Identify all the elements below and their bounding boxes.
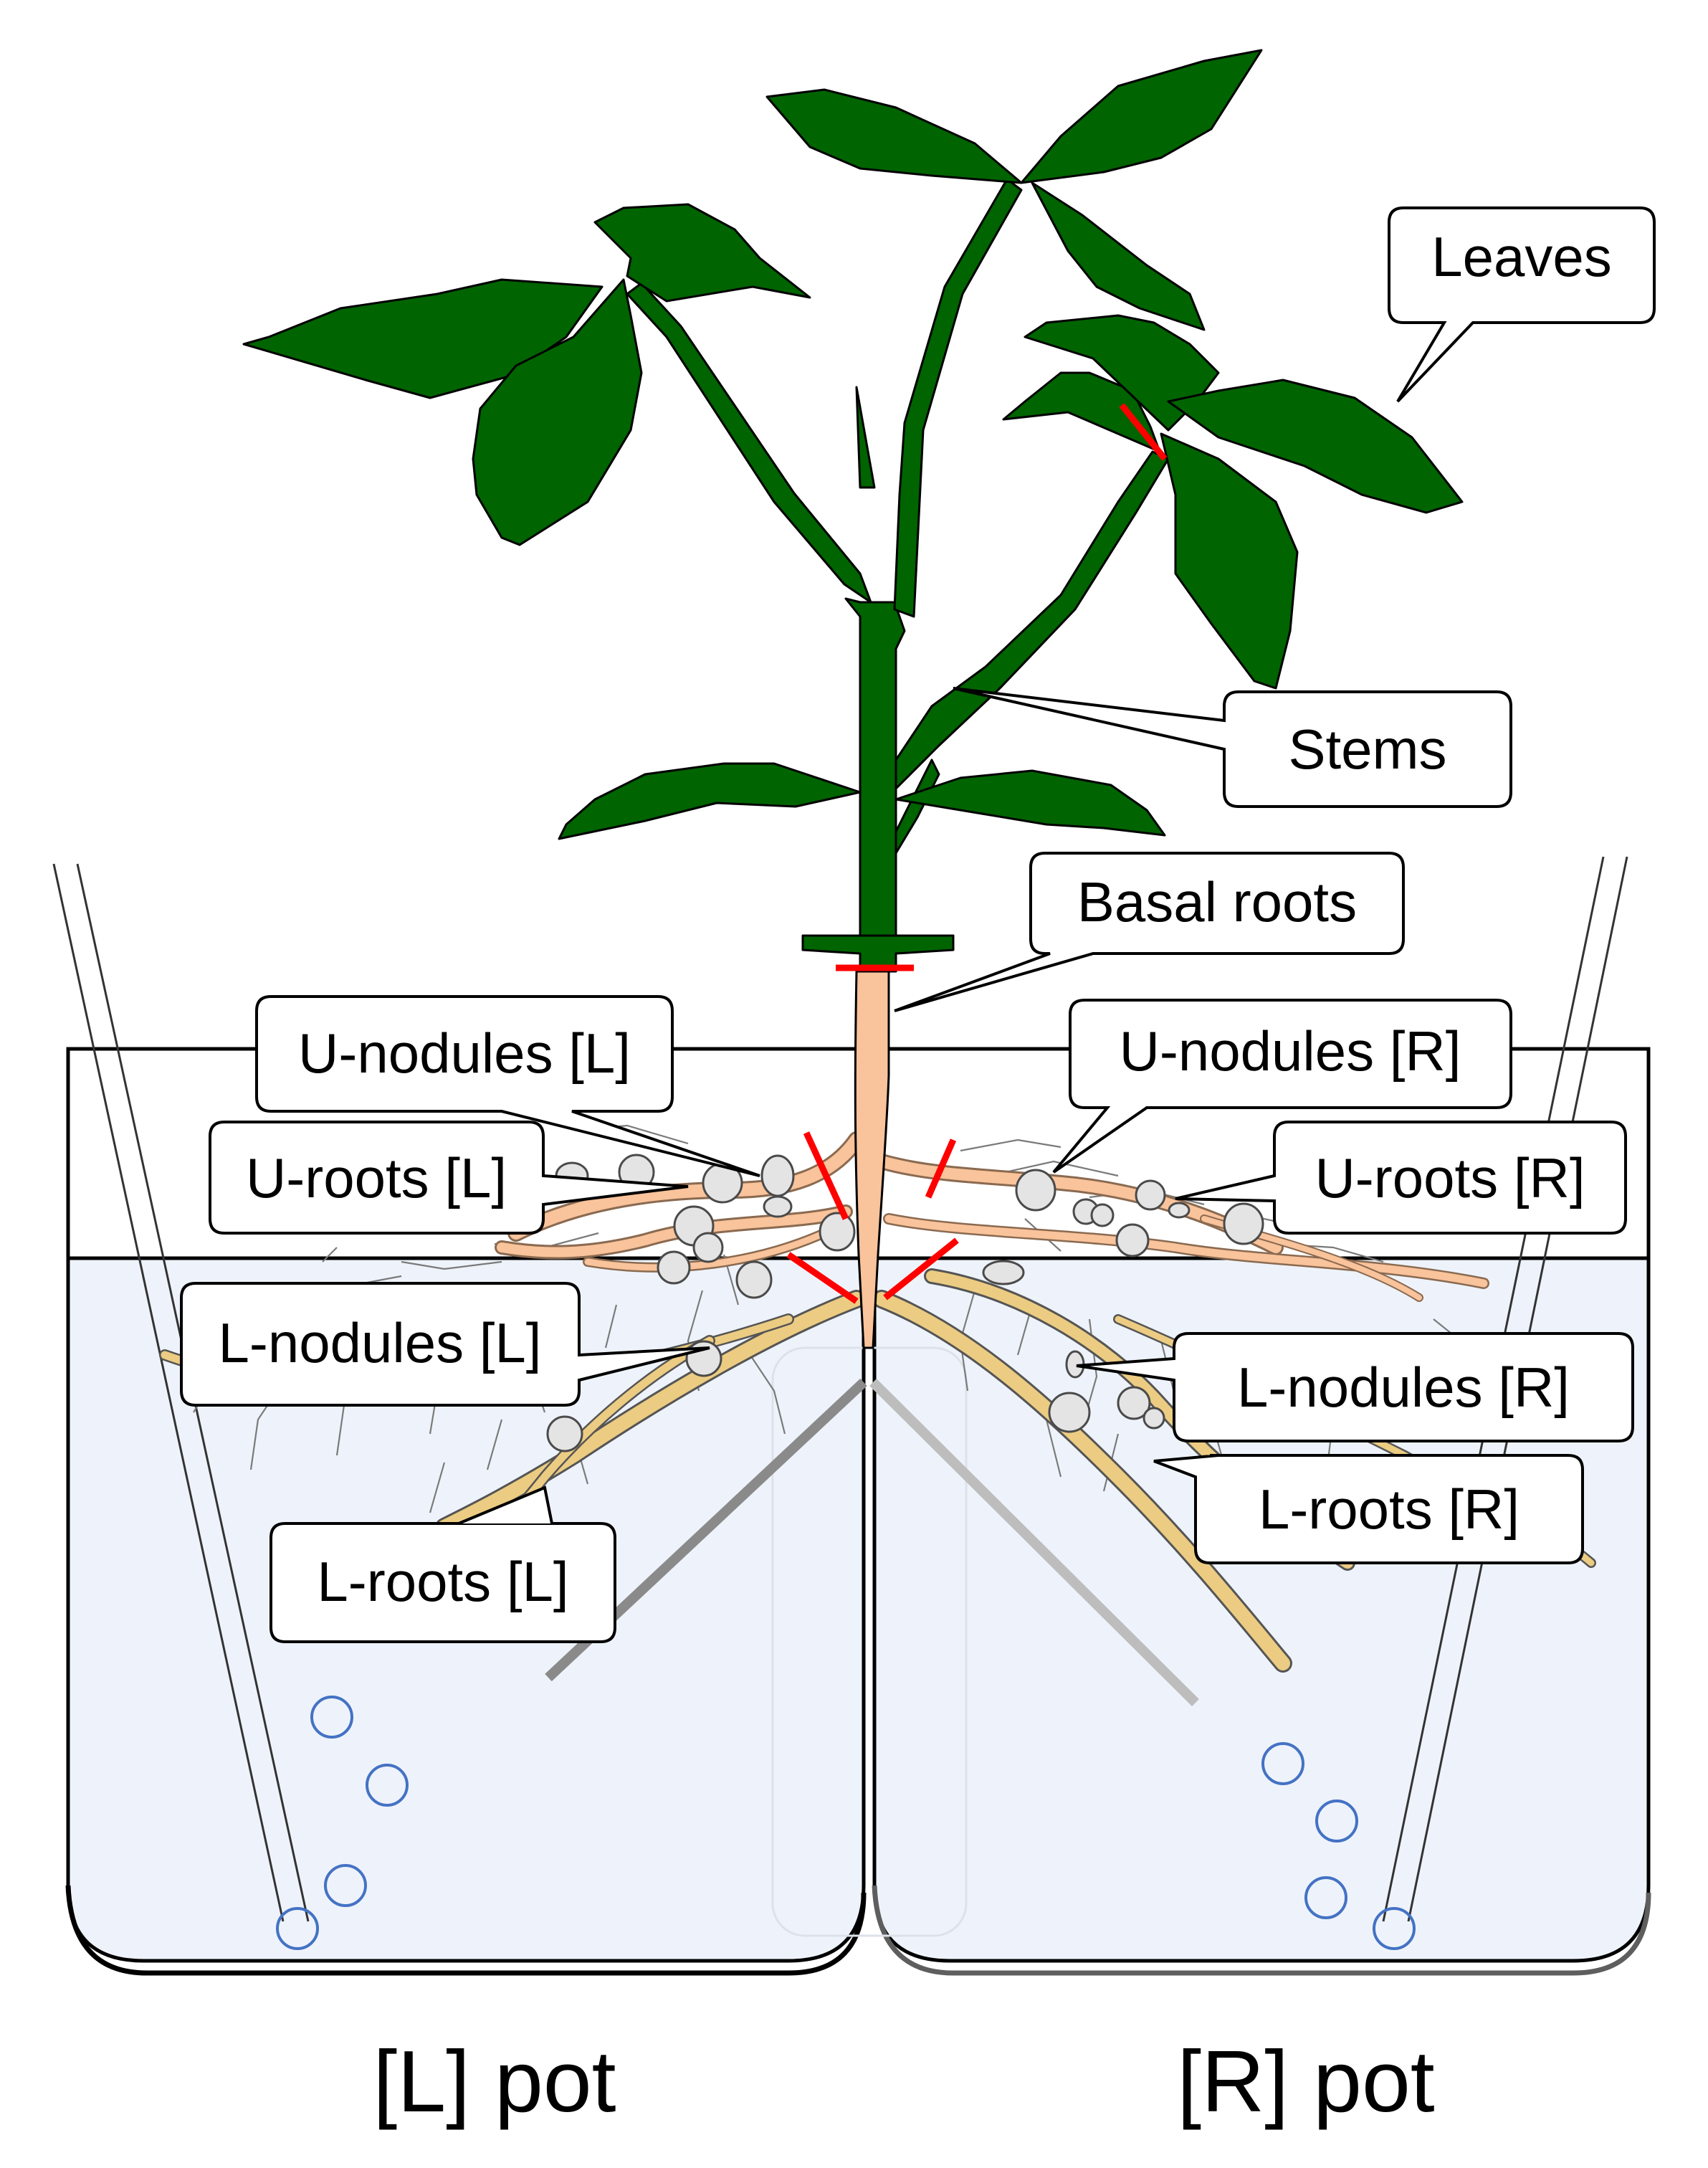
leaf	[1160, 432, 1299, 690]
leaf	[1002, 371, 1161, 453]
air-bubble	[1373, 1907, 1416, 1950]
nodule	[1117, 1386, 1151, 1420]
nodule	[1090, 1203, 1115, 1227]
nodule	[1135, 1179, 1166, 1211]
air-bubble	[1304, 1876, 1347, 1919]
nodule	[1223, 1202, 1264, 1245]
label-leaves: Leaves	[1431, 225, 1612, 288]
air-bubble	[310, 1696, 353, 1739]
nodules-upper-right	[982, 1169, 1264, 1285]
cut-marks	[786, 403, 1168, 1304]
label-l-nodules-r: L-nodules [R]	[1237, 1356, 1570, 1419]
leaf	[765, 88, 1023, 184]
nodule	[760, 1154, 795, 1197]
air-bubble	[276, 1907, 319, 1950]
nodule	[657, 1250, 691, 1285]
callout-u-nodules-l: U-nodules [L]	[255, 995, 760, 1177]
air-bubble	[1315, 1799, 1358, 1843]
nodule	[1015, 1169, 1056, 1212]
pot-label-left: [L] pot	[373, 2033, 616, 2130]
nodule	[692, 1232, 724, 1263]
label-u-roots-l: U-roots [L]	[246, 1146, 507, 1209]
stems	[626, 178, 1170, 973]
nodule	[735, 1260, 773, 1299]
air-bubble	[366, 1764, 409, 1807]
nodules-lower-right	[1048, 1350, 1165, 1433]
callout-l-nodules-r: L-nodules [R]	[1076, 1332, 1634, 1442]
label-basal-roots: Basal roots	[1077, 870, 1357, 933]
nodule	[982, 1260, 1025, 1285]
nodule	[546, 1415, 583, 1453]
nodule	[1168, 1202, 1191, 1219]
label-u-nodules-r: U-nodules [R]	[1120, 1019, 1461, 1083]
callout-stems: Stems	[953, 687, 1512, 808]
label-l-roots-l: L-roots [L]	[317, 1550, 568, 1613]
nodule	[819, 1212, 856, 1252]
label-u-roots-r: U-roots [R]	[1315, 1146, 1585, 1209]
air-bubble	[324, 1864, 367, 1907]
pot-right-base-shadow	[872, 1885, 1651, 1976]
nodule	[1048, 1392, 1091, 1433]
callout-basal-roots: Basal roots	[894, 852, 1405, 1012]
nodule	[1115, 1223, 1150, 1257]
label-stems: Stems	[1288, 718, 1446, 781]
pot-left-base-shadow	[65, 1885, 867, 1976]
leaf	[1167, 379, 1464, 514]
label-u-nodules-l: U-nodules [L]	[298, 1022, 631, 1085]
callout-l-nodules-l: L-nodules [L]	[180, 1282, 710, 1407]
callout-l-roots-r: L-roots [R]	[1153, 1454, 1584, 1564]
leaf	[593, 203, 811, 303]
leaf	[894, 769, 1166, 837]
callout-u-roots-r: U-roots [R]	[1175, 1121, 1627, 1235]
leaves	[242, 49, 1464, 840]
leaf	[1020, 49, 1263, 184]
leaf	[558, 762, 862, 840]
label-l-roots-r: L-roots [R]	[1259, 1478, 1519, 1541]
pot-label-right: [R] pot	[1177, 2033, 1434, 2130]
nodule	[685, 1340, 722, 1377]
leaf	[1031, 181, 1206, 331]
nodule	[763, 1195, 793, 1218]
callout-u-roots-l: U-roots [L]	[209, 1121, 689, 1235]
callout-leaves: Leaves	[1388, 206, 1656, 403]
air-bubbles-right	[1261, 1742, 1416, 1950]
air-bubble	[1261, 1742, 1304, 1785]
callout-l-roots-l: L-roots [L]	[269, 1485, 616, 1643]
leaf	[472, 278, 643, 546]
callout-u-nodules-r: U-nodules [R]	[1052, 999, 1512, 1174]
air-bubbles-left	[276, 1696, 409, 1950]
label-l-nodules-l: L-nodules [L]	[219, 1311, 542, 1374]
nodule	[1142, 1407, 1165, 1430]
taproot	[854, 970, 890, 1349]
